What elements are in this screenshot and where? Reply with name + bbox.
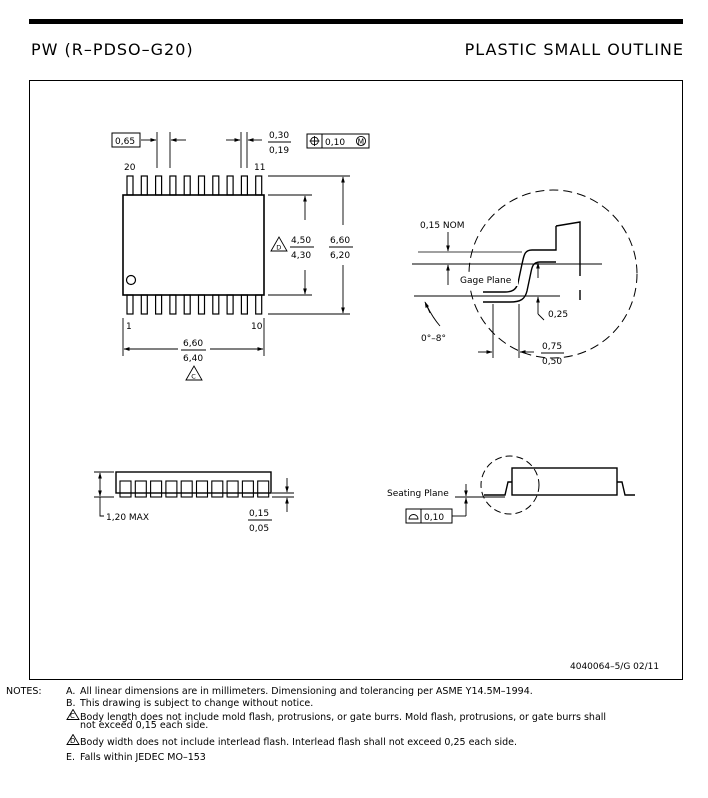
package-body-seating-view: [511, 467, 618, 496]
side-lead: [180, 480, 193, 498]
package-code: PW (R–PDSO–G20): [31, 40, 194, 59]
note-c-flag-letter: C: [191, 373, 196, 381]
drawing-number: 4040064–5/G 02/11: [570, 662, 659, 672]
bottom-lead: [197, 294, 206, 315]
right-gull-wing-lead: [617, 481, 635, 496]
package-body-top-view: [122, 194, 265, 296]
mmc-modifier-letter: M: [358, 137, 364, 146]
pitch-value: 0,65: [115, 137, 135, 147]
package-type: PLASTIC SMALL OUTLINE: [464, 40, 684, 59]
standoff-min: 0,05: [249, 524, 269, 534]
pin-1-label: 1: [126, 322, 132, 332]
side-lead: [134, 480, 147, 498]
bottom-lead: [155, 294, 163, 315]
side-lead: [226, 480, 239, 498]
seating-plane-label: Seating Plane: [387, 489, 449, 499]
coplanarity-value: 0,10: [424, 513, 444, 523]
note-d-flag-icon: [270, 236, 288, 252]
bottom-lead: [226, 294, 234, 315]
nom-label: 0,15 NOM: [420, 221, 464, 231]
top-lead: [183, 175, 191, 196]
profile-of-surface-icon: [408, 514, 419, 520]
top-lead: [240, 175, 248, 196]
title-rule: [29, 19, 683, 24]
note-c-triangle-icon: C: [66, 709, 80, 720]
body-length-min: 6,40: [183, 354, 203, 364]
bottom-lead: [240, 294, 248, 315]
note-c-continued: not exceed 0,15 each side.: [80, 720, 209, 731]
side-lead: [257, 480, 270, 498]
body-length-max: 6,60: [183, 339, 203, 349]
overall-width-max: 6,60: [330, 236, 350, 246]
pitch-box: [111, 132, 141, 148]
note-d-triangle-icon: D: [66, 734, 80, 745]
pin-10-label: 10: [251, 322, 263, 332]
note-a: A.All linear dimensions are in millimete…: [66, 686, 533, 697]
gage-height-value: 0,25: [548, 310, 568, 320]
note-c-flag-icon: [185, 365, 203, 381]
pin-one-indicator: [125, 274, 137, 286]
pin-20-label: 20: [124, 163, 136, 173]
top-lead: [197, 175, 206, 196]
position-tolerance-value: 0,10: [325, 138, 345, 148]
bottom-lead: [255, 294, 263, 315]
bottom-lead: [126, 294, 134, 315]
foot-length-max: 0,75: [542, 342, 562, 352]
top-lead: [126, 175, 134, 196]
detail-reference-circle: [480, 455, 540, 515]
side-lead-row: [119, 480, 270, 498]
gage-plane-label: Gage Plane: [460, 276, 512, 286]
mmc-modifier-icon: [355, 135, 367, 147]
top-lead: [140, 175, 148, 196]
side-lead: [241, 480, 254, 498]
standoff-max: 0,15: [249, 509, 269, 519]
side-lead: [165, 480, 178, 498]
package-outline-drawing: 20 11 1 10 0,65 0,30 0,19 0,10 M D 4,50 …: [94, 131, 659, 672]
top-lead: [212, 175, 220, 196]
overall-width-min: 6,20: [330, 251, 350, 261]
bottom-lead-row: [126, 294, 263, 315]
body-width-min: 4,30: [291, 251, 311, 261]
note-d-flag-letter: D: [276, 244, 281, 252]
side-lead: [150, 480, 163, 498]
top-lead: [169, 175, 177, 196]
side-lead: [211, 480, 224, 498]
detail-circle: [468, 189, 638, 359]
top-lead: [155, 175, 163, 196]
top-lead: [255, 175, 263, 196]
bottom-lead: [183, 294, 191, 315]
position-tolerance-frame: [306, 133, 370, 149]
notes-label: NOTES:: [6, 686, 42, 697]
angle-value: 0°–8°: [421, 334, 446, 344]
drawing-frame: [29, 80, 683, 680]
side-lead: [195, 480, 209, 498]
top-lead: [226, 175, 234, 196]
detail-body-edge: [555, 221, 581, 276]
pin-11-label: 11: [254, 163, 265, 173]
body-width-max: 4,50: [291, 236, 311, 246]
package-body-side-view: [115, 471, 272, 494]
side-lead: [119, 480, 132, 498]
bottom-lead: [140, 294, 148, 315]
height-max-value: 1,20 MAX: [106, 513, 149, 523]
lead-width-min: 0,19: [269, 146, 289, 156]
note-e: E.Falls within JEDEC MO–153: [66, 752, 206, 763]
top-lead-row: [126, 175, 263, 196]
foot-length-min: 0,50: [542, 357, 562, 367]
left-gull-wing-lead: [484, 481, 512, 496]
bottom-lead: [169, 294, 177, 315]
lead-width-max: 0,30: [269, 131, 289, 141]
bottom-lead: [212, 294, 220, 315]
notes-section: NOTES: A.All linear dimensions are in mi…: [0, 686, 708, 786]
note-b: B.This drawing is subject to change with…: [66, 698, 314, 709]
